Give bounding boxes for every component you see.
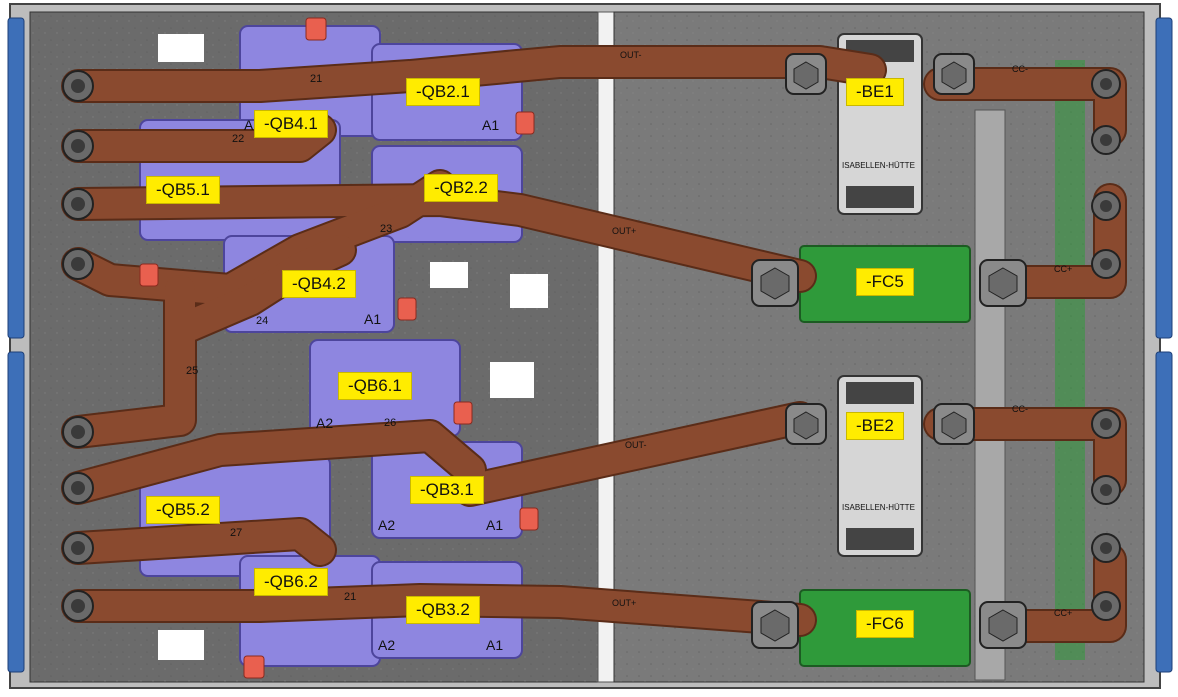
right-terminal-bolts bbox=[1091, 69, 1121, 621]
cutout bbox=[510, 274, 548, 308]
label-qb5-1: -QB5.1 bbox=[146, 176, 220, 204]
cutout bbox=[158, 630, 204, 660]
busbar-number: 27 bbox=[230, 527, 242, 539]
busbar-number: 21 bbox=[310, 73, 322, 85]
busbar-number: 23 bbox=[380, 223, 392, 235]
busbar-25-fill bbox=[63, 275, 195, 447]
busbar-text: OUT+ bbox=[612, 226, 636, 236]
red-connectors bbox=[139, 17, 539, 679]
busbar-21-fill bbox=[63, 47, 885, 101]
cutout bbox=[430, 262, 468, 288]
shunt-brand: ISABELLEN-HÜTTE bbox=[842, 161, 915, 170]
busbar-cc-plus-1-fill bbox=[985, 185, 1125, 297]
busbar-text: OUT- bbox=[625, 440, 647, 450]
label-qb6-1: -QB6.1 bbox=[338, 372, 412, 400]
busbar-number: 26 bbox=[384, 417, 396, 429]
label-qb3-1: -QB3.1 bbox=[410, 476, 484, 504]
busbar-number: 21 bbox=[344, 591, 356, 603]
busbar-text: OUT+ bbox=[612, 598, 636, 608]
label-fc5: -FC5 bbox=[856, 268, 914, 296]
cutout bbox=[158, 34, 204, 62]
left-rail-top bbox=[7, 17, 25, 339]
terminal-mark: A1 bbox=[486, 637, 503, 653]
shunt-connector bbox=[846, 382, 914, 404]
terminal-mark: A2 bbox=[378, 517, 395, 533]
terminal-mark: A1 bbox=[364, 311, 381, 327]
label-qb4-2: -QB4.2 bbox=[282, 270, 356, 298]
shunt-connector bbox=[846, 186, 914, 208]
label-qb2-2: -QB2.2 bbox=[424, 174, 498, 202]
center-gap bbox=[597, 11, 615, 683]
label-qb2-1: -QB2.1 bbox=[406, 78, 480, 106]
terminal-mark: A1 bbox=[482, 117, 499, 133]
label-qb5-2: -QB5.2 bbox=[146, 496, 220, 524]
green-insulator bbox=[1055, 60, 1085, 660]
terminal-mark: A2 bbox=[378, 637, 395, 653]
terminal-mark: A1 bbox=[486, 517, 503, 533]
busbar-26-fill bbox=[63, 421, 485, 503]
label-qb3-2: -QB3.2 bbox=[406, 596, 480, 624]
right-rail-top bbox=[1155, 17, 1173, 339]
terminal-mark: A2 bbox=[316, 415, 333, 431]
busbar-text: CC- bbox=[1012, 64, 1028, 74]
label-qb6-2: -QB6.2 bbox=[254, 568, 328, 596]
busbar-cc-plus-2-fill bbox=[985, 545, 1125, 641]
label-be1: -BE1 bbox=[846, 78, 904, 106]
cutout bbox=[490, 362, 534, 398]
busbar-24-fill bbox=[165, 235, 355, 345]
busbar-number: 25 bbox=[186, 365, 198, 377]
busbar-number: 22 bbox=[232, 133, 244, 145]
busbar-27-fill bbox=[63, 519, 335, 565]
busbar-out-minus-2-fill bbox=[455, 403, 815, 505]
shunt-brand: ISABELLEN-HÜTTE bbox=[842, 503, 915, 512]
busbar-out-plus-1-fill bbox=[63, 185, 815, 291]
left-terminal-bolts bbox=[62, 70, 94, 622]
label-be2: -BE2 bbox=[846, 412, 904, 440]
left-rail-bottom bbox=[7, 351, 25, 673]
busbar-text: OUT- bbox=[620, 50, 642, 60]
vertical-support bbox=[974, 109, 1006, 681]
busbar-numbers: 21 22 23 24 25 26 27 21 OUT- OUT+ OUT- O… bbox=[186, 50, 1072, 618]
hex-bolts bbox=[751, 53, 1027, 649]
busbar-text: CC+ bbox=[1054, 264, 1072, 274]
busbar-23-fill bbox=[63, 171, 455, 305]
label-fc6: -FC6 bbox=[856, 610, 914, 638]
busbar-text: CC- bbox=[1012, 404, 1028, 414]
busbar-text: CC+ bbox=[1054, 608, 1072, 618]
label-qb4-1: -QB4.1 bbox=[254, 110, 328, 138]
right-rail-bottom bbox=[1155, 351, 1173, 673]
shunt-connector bbox=[846, 528, 914, 550]
busbar-number: 24 bbox=[256, 315, 268, 327]
